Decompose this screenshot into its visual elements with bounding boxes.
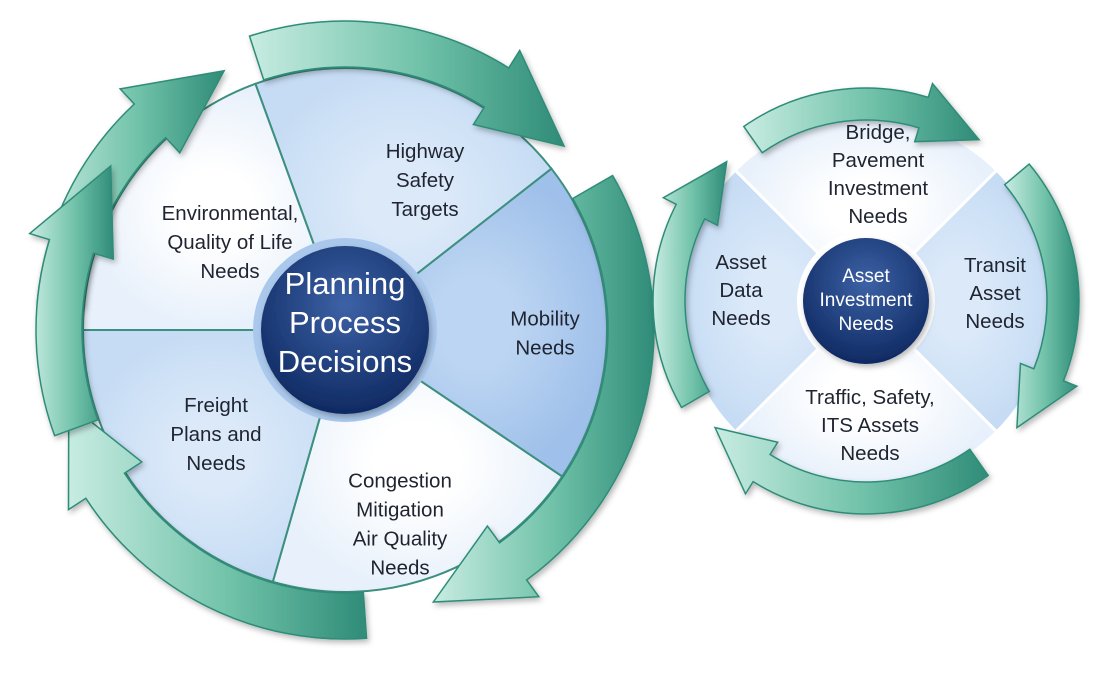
- label-transit-line: Asset: [969, 282, 1021, 305]
- hub-title-line: Decisions: [278, 344, 412, 379]
- label-highway-line: Targets: [391, 198, 458, 221]
- label-highway-line: Highway: [386, 140, 465, 163]
- label-asset-data-line: Asset: [715, 251, 767, 274]
- label-transit-line: Needs: [965, 310, 1024, 333]
- cycle-arrow: [28, 164, 115, 437]
- label-bridge-line: Bridge,: [846, 121, 911, 144]
- cycle-arrow: [713, 426, 990, 515]
- asset-hub-title-line: Investment: [820, 290, 914, 311]
- cycle-arrow: [652, 160, 728, 409]
- label-congestion-line: Needs: [370, 557, 429, 580]
- label-environmental-line: Needs: [200, 260, 259, 283]
- label-traffic-line: ITS Assets: [821, 414, 919, 437]
- label-traffic-line: Traffic, Safety,: [805, 386, 935, 409]
- asset-investment-hub: [803, 238, 929, 364]
- label-asset-data-line: Needs: [711, 307, 770, 330]
- label-mobility-line: Needs: [515, 337, 574, 360]
- planning-process-hub: [261, 246, 429, 414]
- cycle-arrow: [1003, 163, 1080, 430]
- cycle-arrow: [248, 20, 566, 148]
- cycle-arrow: [742, 81, 981, 154]
- label-asset-data-line: Data: [719, 279, 763, 302]
- cycle-arrow: [67, 402, 368, 640]
- label-bridge-line: Pavement: [832, 149, 925, 172]
- label-congestion-line: Air Quality: [353, 528, 448, 551]
- segment-mobility: [343, 167, 608, 478]
- label-bridge-line: Needs: [848, 205, 907, 228]
- label-transit-line: Transit: [964, 254, 1026, 277]
- label-congestion-line: Mitigation: [356, 499, 444, 522]
- label-freight-line: Needs: [186, 452, 245, 475]
- asset-hub-title-line: Asset: [842, 266, 890, 287]
- label-highway-line: Safety: [396, 169, 455, 192]
- label-environmental-line: Quality of Life: [167, 231, 292, 254]
- asset-hub-title-line: Needs: [839, 314, 894, 335]
- hub-title-line: Process: [289, 305, 401, 340]
- label-bridge-line: Investment: [828, 177, 929, 200]
- label-freight-line: Freight: [184, 394, 248, 417]
- label-freight-line: Plans and: [170, 423, 261, 446]
- label-mobility-line: Mobility: [510, 308, 580, 331]
- label-congestion-line: Congestion: [348, 470, 452, 493]
- label-traffic-line: Needs: [840, 442, 899, 465]
- hub-title-line: Planning: [285, 266, 406, 301]
- label-environmental-line: Environmental,: [162, 202, 299, 225]
